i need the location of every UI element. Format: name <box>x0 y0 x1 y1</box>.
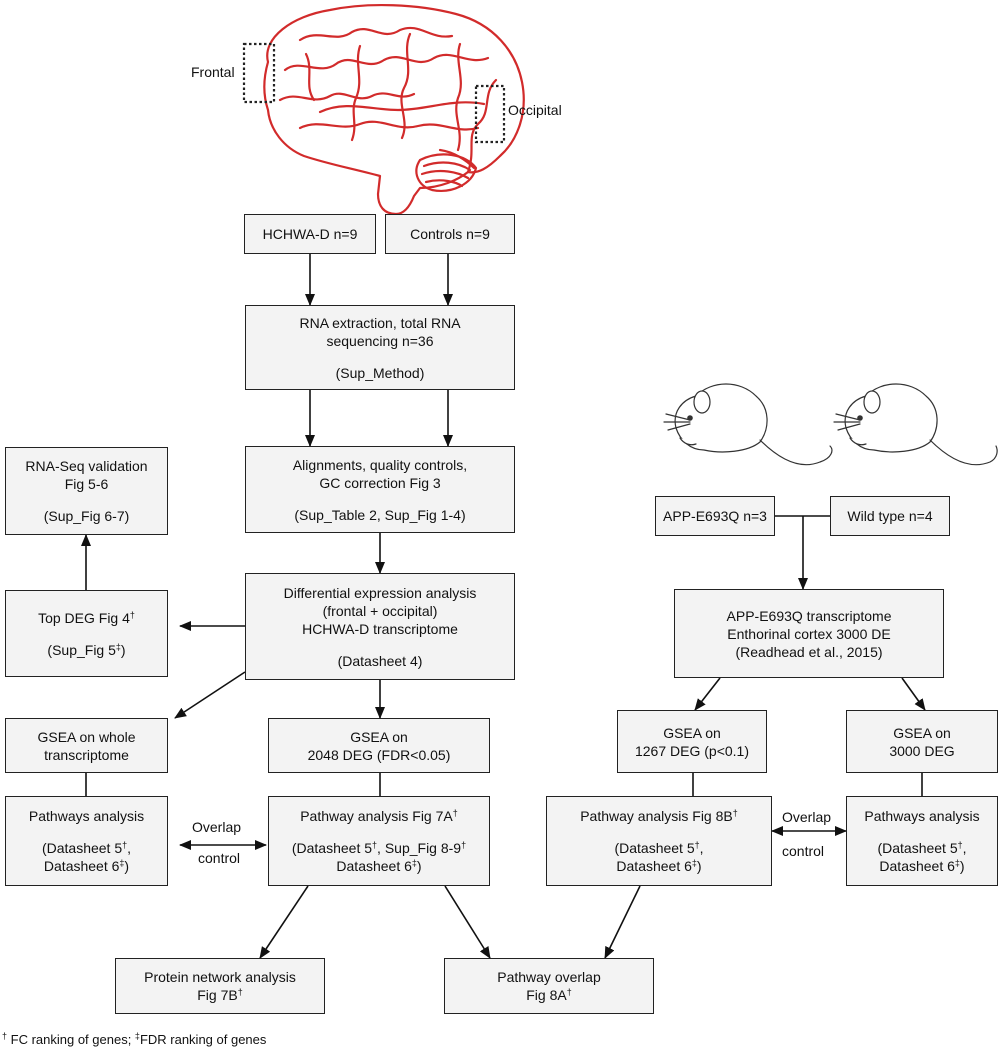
path-right-line-3: Datasheet 6‡) <box>879 858 965 874</box>
rna-line-3: (Sup_Method) <box>335 364 425 381</box>
gsea-3000-box: GSEA on 3000 DEG <box>846 710 998 773</box>
hchwa-d-box: HCHWA-D n=9 <box>244 214 376 254</box>
gsea-1267-box: GSEA on 1267 DEG (p<0.1) <box>617 710 767 773</box>
gsea-3000-line-2: 3000 DEG <box>889 742 955 759</box>
overlap-right-label-2: control <box>782 843 825 859</box>
arrow-app-tx-to-gsea1267 <box>694 677 721 711</box>
overlap-line-2: Fig 8A† <box>526 987 572 1003</box>
gsea-whole-line-2: transcriptome <box>44 746 129 763</box>
footnote: † FC ranking of genes; ‡FDR ranking of g… <box>2 1031 267 1048</box>
pathways-analysis-right-box: Pathways analysis (Datasheet 5†, Datashe… <box>846 796 998 886</box>
arrow-path8b-to-overlap <box>604 885 641 959</box>
rna-extraction-box: RNA extraction, total RNA sequencing n=3… <box>245 305 515 390</box>
cerebellum <box>415 153 478 192</box>
topdeg-line-2: (Sup_Fig 5‡) <box>47 641 126 658</box>
rna-line-1: RNA extraction, total RNA <box>299 314 461 331</box>
rna-line-2: sequencing n=36 <box>326 332 434 349</box>
rna-seq-validation-box: RNA-Seq validation Fig 5-6 (Sup_Fig 6-7) <box>5 447 168 535</box>
rnaseq-line-1: RNA-Seq validation <box>25 458 148 474</box>
diff-line-2: (frontal + occipital) <box>322 602 438 619</box>
rnaseq-line-3: (Sup_Fig 6-7) <box>43 508 130 524</box>
path-left-line-3: Datasheet 6‡) <box>43 858 130 874</box>
arrow-app-tx-to-gsea3000 <box>901 677 926 711</box>
app-e693q-box: APP-E693Q n=3 <box>655 496 775 536</box>
mouse-illustration-2 <box>833 383 998 466</box>
align-line-1: Alignments, quality controls, <box>292 456 468 473</box>
diff-line-4: (Datasheet 4) <box>337 652 423 669</box>
overlap-left-label-2: control <box>198 850 241 866</box>
frontal-region-box <box>242 42 276 104</box>
gsea-2048-line-1: GSEA on <box>350 728 408 745</box>
wt-text: Wild type n=4 <box>847 508 933 524</box>
alignments-box: Alignments, quality controls, GC correct… <box>245 446 515 533</box>
protein-line-2: Fig 7B† <box>197 987 243 1003</box>
protein-line-1: Protein network analysis <box>144 969 296 985</box>
controls-text: Controls n=9 <box>410 226 490 242</box>
rnaseq-line-2: Fig 5-6 <box>64 476 109 492</box>
path-right-line-1: Pathways analysis <box>864 808 980 824</box>
occipital-region-box <box>474 84 506 144</box>
gsea-2048-line-2: 2048 DEG (FDR<0.05) <box>307 746 451 763</box>
path7a-line-3: Datasheet 6‡) <box>336 858 422 874</box>
mouse-illustration-1 <box>663 383 833 466</box>
path7a-line-2: (Datasheet 5†, Sup_Fig 8-9† <box>291 840 467 856</box>
app-tx-line-3: (Readhead et al., 2015) <box>735 643 883 660</box>
diff-line-1: Differential expression analysis <box>283 584 477 601</box>
pathway-overlap-box: Pathway overlap Fig 8A† <box>444 958 654 1014</box>
overlap-line-1: Pathway overlap <box>497 969 601 985</box>
path-left-line-2: (Datasheet 5†, <box>41 840 132 856</box>
path8b-line-2: (Datasheet 5†, <box>614 840 704 856</box>
gsea-2048-box: GSEA on 2048 DEG (FDR<0.05) <box>268 718 490 773</box>
occipital-label: Occipital <box>508 102 562 118</box>
app-transcriptome-box: APP-E693Q transcriptome Enthorinal corte… <box>674 589 944 678</box>
align-line-3: (Sup_Table 2, Sup_Fig 1-4) <box>294 506 466 523</box>
pathway-analysis-8b-box: Pathway analysis Fig 8B† (Datasheet 5†, … <box>546 796 772 886</box>
align-line-2: GC correction Fig 3 <box>319 474 441 491</box>
app-tx-line-2: Enthorinal cortex 3000 DE <box>727 625 891 642</box>
gsea-3000-line-1: GSEA on <box>893 724 951 741</box>
path8b-line-1: Pathway analysis Fig 8B† <box>580 808 738 824</box>
topdeg-line-1: Top DEG Fig 4† <box>38 609 135 626</box>
frontal-label: Frontal <box>191 64 235 80</box>
gsea-1267-line-1: GSEA on <box>663 724 721 741</box>
wild-type-box: Wild type n=4 <box>830 496 950 536</box>
overlap-right-label-1: Overlap <box>782 809 832 825</box>
brain-illustration <box>263 3 525 216</box>
pathways-analysis-left-box: Pathways analysis (Datasheet 5†, Datashe… <box>5 796 168 886</box>
differential-expression-box: Differential expression analysis (fronta… <box>245 573 515 680</box>
connectors <box>81 254 926 959</box>
arrow-path7a-to-protein <box>259 885 309 959</box>
protein-network-box: Protein network analysis Fig 7B† <box>115 958 325 1014</box>
hchwa-d-text: HCHWA-D n=9 <box>262 226 358 242</box>
path-left-line-1: Pathways analysis <box>28 808 145 824</box>
app-text: APP-E693Q n=3 <box>663 508 767 524</box>
path8b-line-3: Datasheet 6‡) <box>616 858 702 874</box>
gsea-whole-line-1: GSEA on whole <box>37 728 136 745</box>
app-tx-line-1: APP-E693Q transcriptome <box>726 607 892 624</box>
diff-line-3: HCHWA-D transcriptome <box>302 620 458 637</box>
path7a-line-1: Pathway analysis Fig 7A† <box>300 808 458 824</box>
path-right-line-2: (Datasheet 5†, <box>877 840 967 856</box>
pathway-analysis-7a-box: Pathway analysis Fig 7A† (Datasheet 5†, … <box>268 796 490 886</box>
overlap-left-label-1: Overlap <box>192 819 242 835</box>
gsea-whole-transcriptome-box: GSEA on whole transcriptome <box>5 718 168 773</box>
top-deg-box: Top DEG Fig 4† (Sup_Fig 5‡) <box>5 590 168 677</box>
gsea-1267-line-2: 1267 DEG (p<0.1) <box>634 742 749 759</box>
controls-box: Controls n=9 <box>385 214 515 254</box>
arrow-path7a-to-overlap <box>444 885 491 959</box>
arrow-diff-to-gsea-whole <box>174 671 246 719</box>
